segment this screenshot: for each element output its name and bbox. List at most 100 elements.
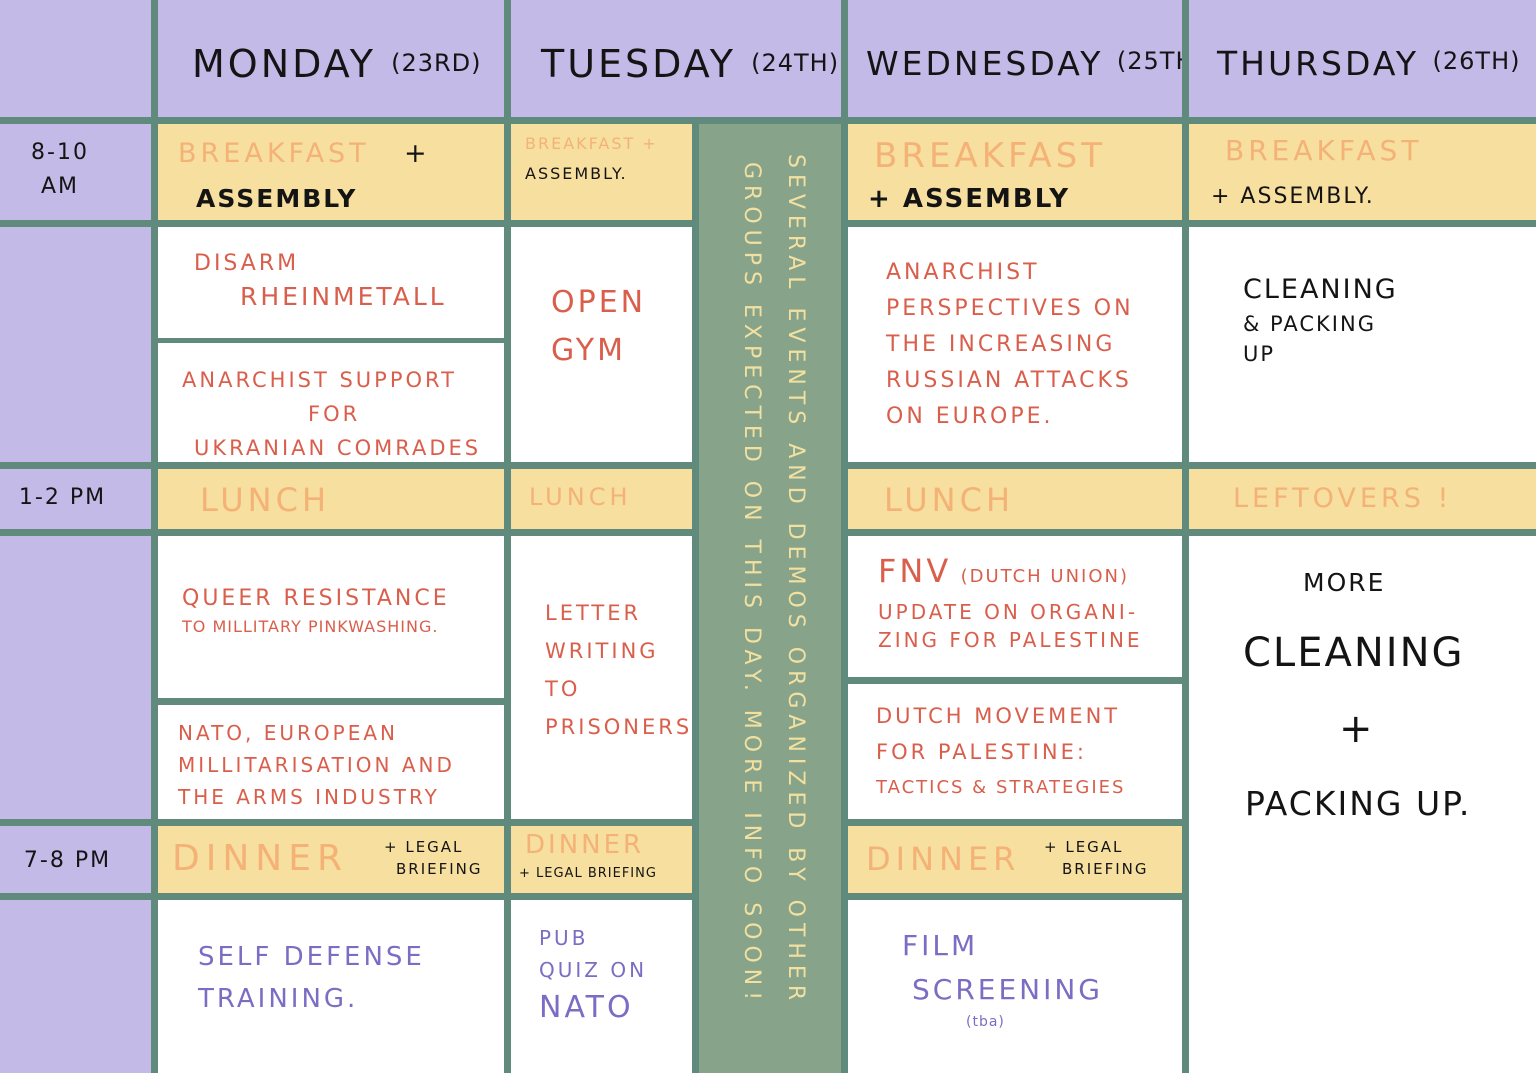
corner-cell [0, 0, 151, 117]
day-label-thursday: Thursday (26th) [1217, 44, 1521, 83]
tuesday-dinner-cell: Dinner + Legal Briefing [511, 826, 692, 893]
day-label-tuesday: Tuesday (24th) [541, 42, 840, 86]
event-title-line: FNV (Dutch union) [878, 552, 1130, 590]
event-title-line: Pub [539, 926, 589, 950]
monday-lunch: Lunch [200, 481, 330, 519]
monday-dinner-cell: Dinner + Legal Briefing [158, 826, 504, 893]
event-title-line: Packing up. [1245, 784, 1472, 823]
time-blank-3 [0, 900, 151, 1073]
monday-assembly: Assembly [196, 184, 358, 213]
wednesday-breakfast-cell: Breakfast + Assembly [848, 124, 1182, 220]
monday-breakfast-cell: Breakfast + Assembly [158, 124, 504, 220]
thursday-lunch-cell: Leftovers ! [1189, 469, 1536, 529]
event-title-line: Russian attacks [886, 368, 1132, 393]
wednesday-event-3: Dutch Movement for Palestine: tactics & … [848, 684, 1182, 819]
day-label-monday: Monday (23rd) [192, 42, 482, 86]
event-title-line: to [545, 677, 581, 701]
monday-event-1: Disarm Rheinmetall [158, 227, 504, 338]
wednesday-assembly: + Assembly [868, 184, 1071, 214]
day-label-wednesday: Wednesday (25th) [866, 44, 1182, 83]
event-title-line: for [308, 402, 361, 426]
event-title-line: update on organi- [878, 600, 1139, 624]
monday-plus: + [404, 138, 429, 169]
time-morning: 8-10 AM [31, 140, 89, 199]
tuesday-breakfast-cell: Breakfast + Assembly. [511, 124, 692, 220]
monday-event-4: Nato, European millitarisation and the a… [158, 705, 504, 819]
event-title-line: & packing [1243, 312, 1376, 336]
event-title-line: for Palestine: [876, 740, 1087, 764]
monday-breakfast: Breakfast [178, 138, 370, 169]
thursday-event-1: Cleaning & packing up [1189, 227, 1536, 462]
time-dinner-cell: 7-8 PM [0, 826, 151, 893]
time-morning-cell: 8-10 AM [0, 124, 151, 220]
event-title-line: Rheinmetall [240, 282, 447, 311]
monday-dinner: Dinner [172, 838, 348, 879]
event-title-line: the arms industry [178, 785, 440, 809]
time-lunch-cell: 1-2 PM [0, 469, 151, 529]
event-title-line: Open [551, 285, 647, 320]
wednesday-evening: Film screening (tba) [848, 900, 1182, 1073]
tuesday-note-line-2: groups expected on this day. More info s… [739, 162, 764, 1007]
event-title-line: quiz on [539, 958, 648, 982]
thursday-breakfast-cell: Breakfast + Assembly. [1189, 124, 1536, 220]
monday-event-3: Queer resistance to millitary pinkwashin… [158, 536, 504, 698]
event-title-line: Nato, European [178, 721, 399, 745]
thursday-breakfast: Breakfast [1225, 134, 1423, 167]
tuesday-note-line-1: Several events and demos organized by ot… [783, 154, 808, 1007]
event-title-line: NATO [539, 990, 634, 1025]
event-title-line: Dutch Movement [876, 704, 1121, 728]
event-title-line: writing [545, 639, 659, 663]
event-title-line: Cleaning [1243, 274, 1398, 305]
event-title-line: prisoners [545, 715, 692, 739]
event-title-line: tactics & strategies [876, 777, 1126, 798]
wednesday-event-1: Anarchist perspectives on the increasing… [848, 227, 1182, 462]
header-tuesday: Tuesday (24th) [511, 0, 841, 117]
event-title-line: up [1243, 342, 1276, 366]
event-title-line: screening [912, 973, 1104, 1006]
header-thursday: Thursday (26th) [1189, 0, 1536, 117]
event-title-line: to millitary pinkwashing. [182, 617, 439, 636]
event-title-line: millitarisation and [178, 753, 455, 777]
thursday-event-2: More Cleaning + Packing up. [1189, 536, 1536, 1073]
wednesday-dinner: Dinner [866, 840, 1021, 878]
event-title-line: + [1339, 706, 1375, 752]
header-wednesday: Wednesday (25th) [848, 0, 1182, 117]
event-title-line: Gym [551, 333, 626, 368]
event-title-line: Letter [545, 601, 642, 625]
event-title-line: the increasing [886, 332, 1116, 357]
monday-evening: Self Defense Training. [158, 900, 504, 1073]
tuesday-note-panel: Several events and demos organized by ot… [699, 124, 841, 1073]
time-blank-2 [0, 536, 151, 819]
monday-lunch-cell: Lunch [158, 469, 504, 529]
event-title-line: Queer resistance [182, 586, 450, 611]
event-title-line: More [1303, 568, 1386, 597]
monday-event-2: Anarchist support for Ukranian comrades [158, 343, 504, 462]
event-title-line: perspectives on [886, 296, 1134, 321]
wednesday-lunch: Lunch [884, 481, 1014, 519]
wednesday-event-2: FNV (Dutch union) update on organi- zing… [848, 536, 1182, 677]
time-blank-1 [0, 227, 151, 462]
time-dinner: 7-8 PM [23, 848, 112, 873]
header-monday: Monday (23rd) [158, 0, 504, 117]
tuesday-event-2: Letter writing to prisoners [511, 536, 692, 819]
time-lunch: 1-2 PM [18, 485, 107, 510]
event-title-line: Anarchist support [182, 368, 457, 392]
tuesday-lunch-cell: Lunch [511, 469, 692, 529]
wednesday-lunch-cell: Lunch [848, 469, 1182, 529]
event-title-line: Disarm [194, 251, 300, 276]
thursday-leftovers: Leftovers ! [1233, 483, 1453, 514]
event-title-line: Self Defense [198, 942, 425, 972]
event-title-line: Film [902, 929, 979, 962]
event-title-line: Anarchist [886, 260, 1040, 285]
wednesday-dinner-extra: + Legal Briefing [1044, 838, 1149, 878]
event-title-line: Ukranian comrades [194, 436, 482, 460]
tuesday-lunch: Lunch [529, 483, 632, 511]
tuesday-breakfast: Breakfast + [525, 134, 658, 153]
event-title-line: Training. [198, 984, 359, 1014]
event-title-line: zing for Palestine [878, 628, 1143, 652]
tuesday-event-1: Open Gym [511, 227, 692, 462]
thursday-assembly: + Assembly. [1211, 184, 1375, 209]
event-title-line: Cleaning [1243, 630, 1465, 676]
tuesday-dinner: Dinner [525, 830, 645, 860]
monday-dinner-extra: + Legal Briefing [384, 838, 483, 878]
